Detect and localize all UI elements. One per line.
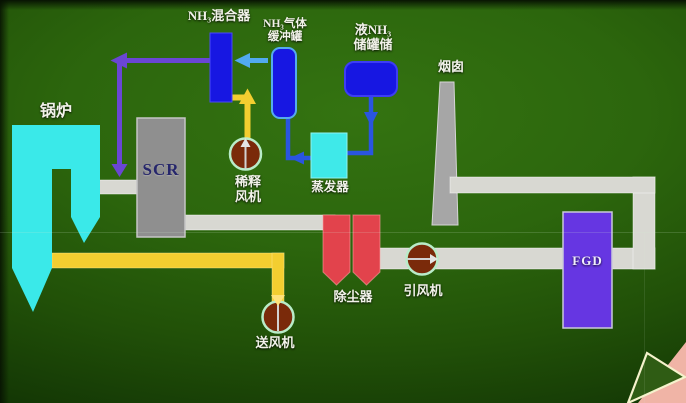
arrowhead-down (364, 112, 378, 126)
pipe-evaporator-to-buffer (285, 118, 312, 161)
forced-fan-label: 送风机 (255, 335, 295, 350)
dilution-fan-label-line2: 风机 (234, 188, 261, 204)
scr-reactor (136, 117, 186, 238)
chimney-label: 烟囱 (437, 59, 464, 74)
faint-horizontal-line (0, 232, 686, 233)
duct-scr-to-dust-collector (182, 214, 336, 231)
pipe-storage-to-evaporator (346, 95, 374, 156)
duct-to-chimney (449, 176, 656, 194)
boiler-vessel (12, 125, 100, 312)
nh3-storage-tank (344, 61, 398, 97)
left-vignette (0, 0, 9, 403)
dilution-fan-label: 稀释 风机 (222, 174, 274, 204)
nh3-buffer-label-line2: 缓冲罐 (267, 30, 303, 43)
dust-collector-right-hopper (352, 214, 381, 286)
evaporator-vessel (310, 132, 348, 179)
dilution-fan-label-line1: 稀释 (234, 174, 261, 189)
evaporator-label: 蒸发器 (311, 180, 349, 194)
duct-boiler-to-scr (97, 179, 140, 195)
nh3-buffer-label: NH₃气体 缓冲罐 (252, 18, 318, 44)
dust-collector-label: 除尘器 (333, 289, 373, 304)
arrowhead-left (234, 53, 250, 68)
pipe-dilution-fan-to-mixer (230, 94, 251, 141)
arrowhead-down (271, 295, 285, 306)
arrowhead-right (430, 254, 438, 264)
nh3-storage-label-line1: 液NH₃ (354, 22, 392, 37)
dust-collector-left-hopper (322, 214, 351, 286)
faint-vertical-line (644, 232, 645, 403)
scr-label: SCR (142, 160, 180, 179)
corner-page-curl-fold (626, 351, 686, 403)
nh3-mixer-label: NH₃混合器 (187, 8, 251, 23)
top-vignette (0, 0, 686, 10)
air-duct-to-boiler (51, 252, 285, 269)
boiler-label: 锅炉 (39, 103, 72, 120)
arrowhead-up (239, 88, 256, 104)
nh3-storage-label-line2: 储罐储 (353, 36, 393, 52)
nh3-buffer-tank (271, 47, 297, 119)
nh3-buffer-label-line1: NH₃气体 (263, 18, 307, 30)
chimney-stack (431, 81, 459, 226)
arrowhead-up (240, 138, 251, 147)
nh3-storage-label: 液NH₃ 储罐储 (343, 22, 403, 52)
fgd-label: FGD (572, 253, 603, 268)
arrowhead-down (111, 164, 128, 177)
arrowhead-left (290, 151, 304, 165)
nh3-mixer-vessel (209, 32, 233, 103)
induced-fan-label: 引风机 (403, 283, 443, 298)
arrowhead-left (110, 52, 127, 69)
fgd-absorber (562, 211, 613, 329)
